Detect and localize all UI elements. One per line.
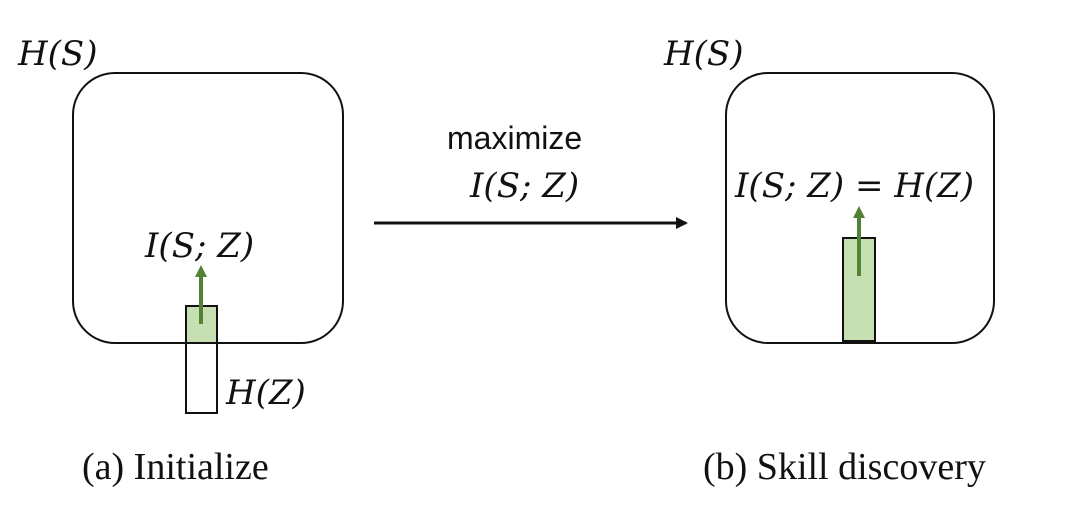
maximize-target-label: I(S; Z) xyxy=(470,166,580,206)
mutual-information-equation-b: I(S; Z) = H(Z) xyxy=(735,166,975,206)
skill-entropy-label-a: H(Z) xyxy=(226,373,306,413)
state-entropy-label-b: H(S) xyxy=(664,34,744,74)
maximize-label: maximize xyxy=(447,120,583,156)
caption-a: (a) Initialize xyxy=(82,446,269,488)
caption-b: (b) Skill discovery xyxy=(703,446,986,488)
mutual-information-label-a: I(S; Z) xyxy=(145,226,255,266)
state-space-box-b xyxy=(725,72,995,344)
state-entropy-label-a: H(S) xyxy=(18,34,98,74)
state-space-box-a xyxy=(72,72,344,344)
